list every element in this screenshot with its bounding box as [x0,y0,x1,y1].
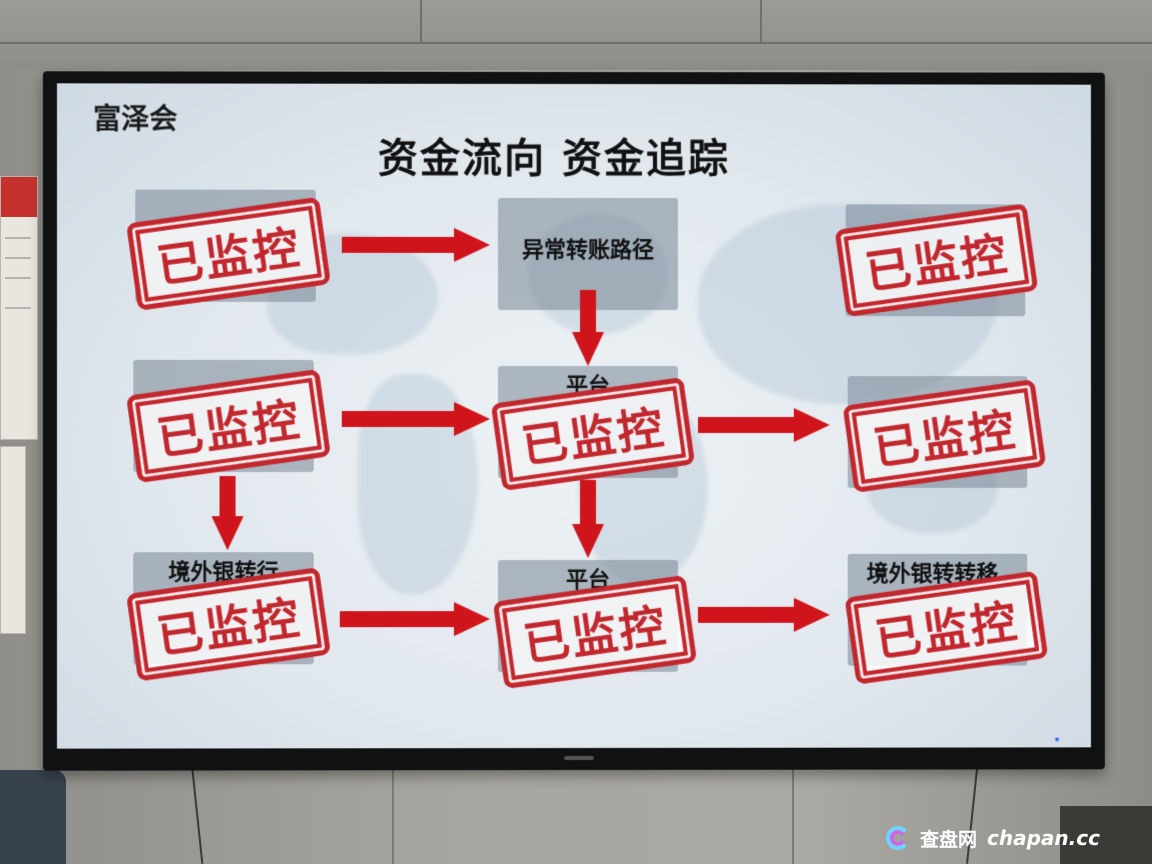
wall-seam [392,760,394,864]
stamp-text: 已监控 [153,392,305,466]
arrow-head [572,331,604,367]
arrow-shaft [341,410,456,428]
wall-poster [0,446,26,634]
flow-node-mid-left: 已监控 [126,359,331,484]
arrow-shaft [579,479,596,526]
flow-arrow-right [697,408,830,442]
node-label: 异常转账路径 [521,237,654,264]
ceiling-seam [0,42,1152,44]
arrow-head [793,597,830,632]
site-watermark: 查盘网 chapan.cc [882,822,1100,854]
flow-node-top-left: 已监控 [126,189,331,311]
tv-power-led [1055,737,1060,742]
slide-title: 资金流向 资金追踪 [377,135,730,183]
stamp-text: 已监控 [520,598,671,672]
flow-arrow-right [697,597,830,632]
flow-node-bottom-middle: 平台 已监控 [492,559,698,690]
wall-tv: 富泽会 资金流向 资金追踪 已监控 异常转账路径 已监控 已监控 平台 已监控 [42,71,1105,771]
ceiling-seam [760,0,762,42]
tv-screen: 富泽会 资金流向 资金追踪 已监控 异常转账路径 已监控 已监控 平台 已监控 [56,83,1091,749]
arrow-shaft [697,417,796,433]
flow-node-mid-middle: 平台 已监控 [490,365,696,492]
monitored-stamp: 已监控 [126,368,331,484]
arrow-head [453,227,490,262]
arrow-shaft [579,290,596,335]
flow-node-mid-right: 已监控 [842,376,1047,493]
stamp-text: 已监控 [153,219,305,294]
tv-brand-logo [563,755,594,761]
arrow-shaft [339,611,456,628]
arrow-shaft [697,606,796,623]
monitored-stamp: 已监控 [834,203,1039,318]
chapan-logo-icon [882,824,910,852]
ceiling-seam [420,0,422,42]
flow-arrow-right [341,401,490,437]
arrow-head [793,408,830,442]
stamp-text: 已监控 [870,402,1020,476]
arrow-head [572,523,604,559]
wall-seam [792,760,794,864]
flow-arrow-right [341,227,490,262]
slide-brand: 富泽会 [93,102,178,136]
flow-node-bottom-right: 境外银转转移 已监控 [844,553,1049,685]
monitored-stamp: 已监控 [126,196,331,311]
watermark-site-cn: 查盘网 [920,828,978,851]
poster-header [1,177,37,217]
arrow-shaft [219,476,236,519]
watermark-site-en: chapan.cc [987,826,1100,850]
arrow-head [453,401,490,437]
arrow-head [453,602,490,637]
arrow-shaft [341,236,456,253]
poster-text-line [5,307,31,309]
poster-text-line [5,257,31,259]
flow-arrow-down [572,479,604,559]
stamp-text: 已监控 [518,400,669,474]
stamp-text: 已监控 [872,593,1022,668]
poster-text-line [5,277,31,279]
room-ceiling [0,0,1152,70]
monitored-stamp: 已监控 [842,379,1047,493]
stamp-text: 已监控 [153,590,305,665]
flow-node-top-right: 已监控 [834,203,1039,318]
flow-node-bottom-left: 境外银转行 已监控 [126,552,331,682]
poster-text-line [5,237,31,239]
flow-arrow-down [572,290,604,367]
office-chair [0,770,66,864]
flow-arrow-down [211,476,244,551]
desk-corner [1060,806,1152,864]
arrow-head [211,516,244,551]
wall-poster [0,176,38,440]
flow-arrow-right [339,602,490,637]
stamp-text: 已监控 [862,226,1012,300]
